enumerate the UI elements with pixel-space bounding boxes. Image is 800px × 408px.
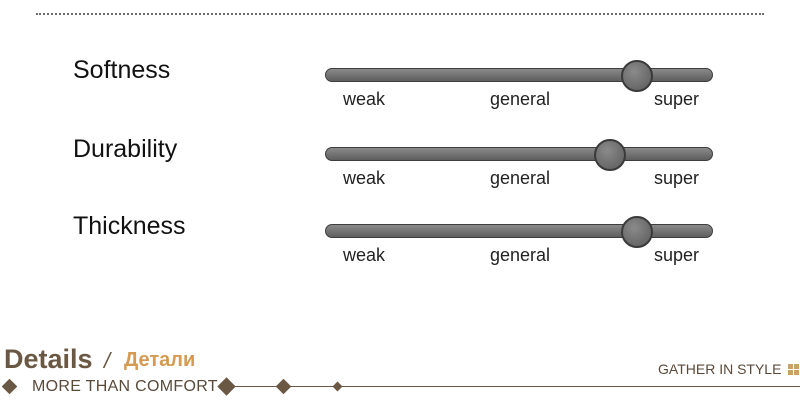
- scale-label-super: super: [654, 89, 700, 109]
- scale-label-general: general: [490, 168, 551, 188]
- scale-label-weak: weak: [343, 89, 386, 109]
- top-dotted-divider: [36, 13, 764, 15]
- scale-label-super: super: [654, 245, 700, 265]
- level-slider-track: [325, 139, 713, 171]
- attribute-row-softness: Softness weak general super: [0, 56, 800, 138]
- footer-line-segment: [289, 386, 334, 387]
- details-subtitle: Детали: [124, 349, 196, 371]
- brand-text: GATHER IN STYLE: [658, 361, 782, 377]
- level-slider-track: [325, 216, 713, 248]
- diamond-small-icon: [332, 381, 343, 392]
- tagline: MORE THAN COMFORT: [32, 378, 218, 395]
- attribute-row-thickness: Thickness weak general super: [0, 212, 800, 294]
- footer-line-segment: [233, 386, 278, 387]
- four-square-logo-icon: [788, 364, 799, 375]
- details-footer: Details / Детали MORE THAN COMFORT GATHE…: [0, 340, 800, 408]
- level-slider-track: [325, 60, 713, 92]
- level-slider-knob: [620, 60, 653, 92]
- scale-label-weak: weak: [343, 168, 386, 188]
- footer-line-long: [342, 386, 800, 387]
- attribute-row-durability: Durability weak general super: [0, 135, 800, 217]
- details-title: Details: [4, 344, 93, 374]
- attribute-label: Softness: [73, 56, 171, 84]
- title-separator: /: [104, 348, 111, 373]
- attribute-label: Durability: [73, 135, 178, 163]
- level-slider-knob: [620, 216, 653, 248]
- level-slider-knob: [593, 139, 626, 171]
- scale-label-general: general: [490, 245, 551, 265]
- scale-label-super: super: [654, 168, 700, 188]
- scale-label-general: general: [490, 89, 551, 109]
- scale-label-weak: weak: [343, 245, 386, 265]
- diamond-left-icon: [1, 378, 18, 395]
- attribute-label: Thickness: [73, 212, 186, 240]
